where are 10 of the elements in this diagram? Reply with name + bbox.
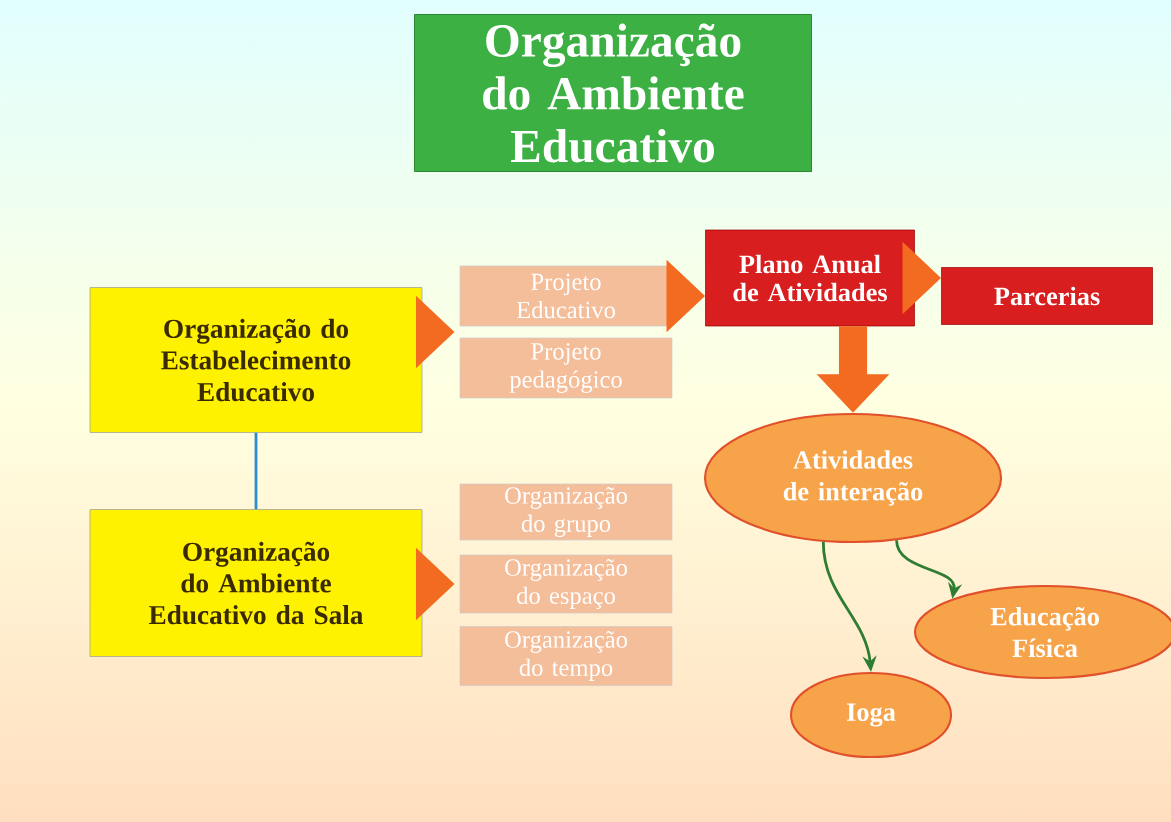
process-box: Organização do Ambiente Educativo da Sala	[89, 509, 423, 657]
process-box: Organização do Estabelecimento Educativo	[89, 287, 423, 433]
activity-box: Parcerias	[941, 267, 1153, 325]
item-box: Organização do espaço	[459, 554, 673, 614]
item-box: Projeto Educativo	[459, 265, 673, 327]
item-box: Organização do grupo	[459, 483, 673, 541]
item-box: Organização do tempo	[459, 626, 673, 686]
title-box: Organização do Ambiente Educativo	[414, 14, 812, 172]
item-box: Projeto pedagógico	[459, 337, 673, 399]
activity-box: Plano Anual de Atividades	[705, 229, 915, 327]
